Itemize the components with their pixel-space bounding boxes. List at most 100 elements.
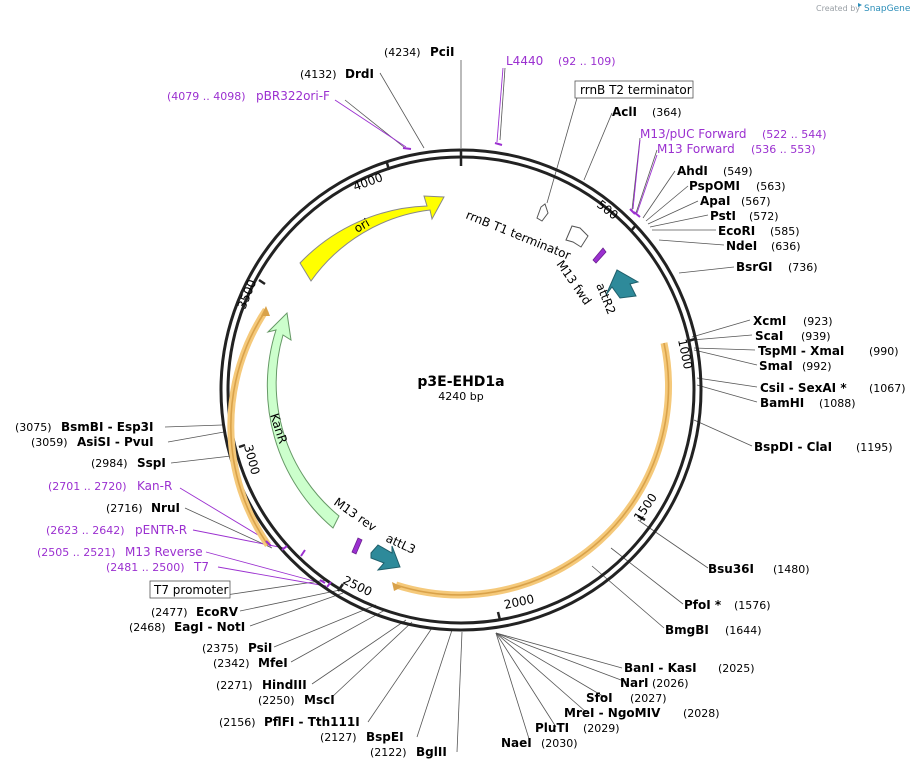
- tick-label-3000: 3000: [241, 443, 262, 476]
- enzyme-msci-pos: (2250): [258, 694, 295, 707]
- rrnb-t1-feature[interactable]: [565, 225, 589, 248]
- primer-m13forward-range: (536 .. 553): [751, 143, 816, 156]
- snapgene-logo-icon: [858, 3, 862, 7]
- primer-pentr-name[interactable]: pENTR-R: [135, 523, 187, 537]
- enzyme-mfei-pos: (2342): [213, 657, 250, 670]
- enzyme-eagi-name[interactable]: EagI - NotI: [174, 620, 245, 634]
- enzyme-bsmbi-pos: (3075): [15, 421, 52, 434]
- tick-2500: [336, 583, 345, 592]
- enzyme-sfoi-name[interactable]: SfoI: [586, 691, 613, 705]
- watermark-prefix: Created by: [816, 4, 860, 13]
- tick-label-2000: 2000: [503, 592, 536, 612]
- primer-kanr-range: (2701 .. 2720): [48, 480, 127, 493]
- enzyme-psii-name[interactable]: PsiI: [248, 641, 272, 655]
- enzyme-pflfi-name[interactable]: PflFI - Tth111I: [264, 715, 360, 729]
- enzyme-drdi-name[interactable]: DrdI: [345, 67, 374, 81]
- enzyme-ahdi-pos: (549): [723, 165, 753, 178]
- primer-l4440-name[interactable]: L4440: [506, 54, 543, 68]
- rrnb-t2-feature[interactable]: [536, 203, 549, 222]
- enzyme-hindiii-name[interactable]: HindIII: [262, 678, 307, 692]
- enzyme-acli-name[interactable]: AclI: [612, 105, 637, 119]
- enzyme-pspomi-pos: (563): [756, 180, 786, 193]
- enzyme-mrei-pos: (2028): [683, 707, 720, 720]
- primer-brackets: [265, 142, 641, 588]
- enzyme-nrui-name[interactable]: NruI: [151, 501, 180, 515]
- enzyme-bspdi-pos: (1195): [856, 441, 893, 454]
- enzyme-bamhi-name[interactable]: BamHI: [760, 396, 804, 410]
- enzyme-ndei-name[interactable]: NdeI: [726, 239, 757, 253]
- enzyme-pspomi-name[interactable]: PspOMI: [689, 179, 740, 193]
- primer-pbr322-name[interactable]: pBR322ori-F: [256, 89, 330, 103]
- m13-fwd-label: M13 fwd: [554, 258, 595, 308]
- enzyme-csii-name[interactable]: CsiI - SexAI *: [760, 381, 847, 395]
- kanr-feature[interactable]: [266, 311, 340, 529]
- tick-3000: [238, 443, 246, 449]
- enzyme-apai-pos: (567): [741, 195, 771, 208]
- enzyme-asisi-name[interactable]: AsiSI - PvuI: [77, 435, 154, 449]
- enzyme-xcmi-name[interactable]: XcmI: [753, 314, 786, 328]
- tick-3500: [258, 278, 266, 286]
- attr2-feature[interactable]: [605, 269, 640, 299]
- rrnb-t2-label-box: [574, 80, 694, 99]
- primer-m13puc-range: (522 .. 544): [762, 128, 827, 141]
- ori-label: ori: [352, 216, 373, 236]
- enzyme-mrei-name[interactable]: MreI - NgoMIV: [564, 706, 661, 720]
- enzyme-bspei-pos: (2127): [320, 731, 357, 744]
- m13-rev-feature[interactable]: [351, 537, 363, 555]
- enzyme-bspdi-name[interactable]: BspDI - ClaI: [754, 440, 832, 454]
- enzyme-pluti-name[interactable]: PluTI: [535, 721, 569, 735]
- tick-marks: [238, 150, 696, 621]
- enzyme-ecorv-name[interactable]: EcoRV: [196, 605, 239, 619]
- enzyme-sspi-name[interactable]: SspI: [137, 456, 166, 470]
- plasmid-size: 4240 bp: [438, 390, 483, 403]
- leader-lines: [164, 60, 758, 753]
- enzyme-sfoi-pos: (2027): [630, 692, 667, 705]
- enzyme-psti-name[interactable]: PstI: [710, 209, 736, 223]
- enzyme-csii-pos: (1067): [869, 382, 906, 395]
- primer-l4440-range: (92 .. 109): [558, 55, 616, 68]
- enzyme-mfei-name[interactable]: MfeI: [258, 656, 288, 670]
- watermark: Created by SnapGene: [816, 3, 911, 14]
- enzyme-bsrgi-name[interactable]: BsrGI: [736, 260, 773, 274]
- enzyme-bglii-name[interactable]: BglII: [416, 745, 447, 759]
- enzyme-tspmi-name[interactable]: TspMI - XmaI: [758, 344, 844, 358]
- enzyme-naei-pos: (2030): [541, 737, 578, 750]
- primer-t7-name[interactable]: T7: [193, 560, 209, 574]
- primer-m13puc-name[interactable]: M13/pUC Forward: [640, 127, 747, 141]
- primer-m13reverse-name[interactable]: M13 Reverse: [125, 545, 203, 559]
- primer-kanr-name[interactable]: Kan-R: [137, 479, 172, 493]
- insert-arcs: [227, 306, 672, 599]
- enzyme-apai-name[interactable]: ApaI: [700, 194, 730, 208]
- enzyme-smai-name[interactable]: SmaI: [759, 359, 793, 373]
- attl3-feature[interactable]: [370, 544, 401, 571]
- primer-t7-range: (2481 .. 2500): [106, 561, 185, 574]
- enzyme-sspi-pos: (2984): [91, 457, 128, 470]
- enzyme-naei-name[interactable]: NaeI: [501, 736, 532, 750]
- primer-leader-lines: [179, 67, 658, 587]
- enzyme-psti-pos: (572): [749, 210, 779, 223]
- enzyme-acli-pos: (364): [652, 106, 682, 119]
- enzyme-ahdi-name[interactable]: AhdI: [677, 164, 708, 178]
- enzyme-bmgbi-name[interactable]: BmgBI: [665, 623, 709, 637]
- enzyme-bani-name[interactable]: BanI - KasI: [624, 661, 697, 675]
- enzyme-bsu36i-name[interactable]: Bsu36I: [708, 562, 754, 576]
- ori-feature[interactable]: [299, 195, 445, 282]
- enzyme-pfoi-name[interactable]: PfoI *: [684, 598, 722, 612]
- enzyme-scai-name[interactable]: ScaI: [755, 329, 783, 343]
- enzyme-hindiii-pos: (2271): [216, 679, 253, 692]
- insert-right-arrowhead: [392, 582, 402, 591]
- enzyme-bsmbi-name[interactable]: BsmBI - Esp3I: [61, 420, 153, 434]
- enzyme-bspei-name[interactable]: BspEI: [366, 730, 404, 744]
- enzyme-pcii-name[interactable]: PciI: [430, 45, 455, 59]
- enzyme-msci-name[interactable]: MscI: [304, 693, 335, 707]
- watermark-brand: SnapGene: [864, 4, 911, 14]
- primer-m13forward-name[interactable]: M13 Forward: [657, 142, 735, 156]
- enzyme-pluti-pos: (2029): [583, 722, 620, 735]
- enzyme-ecori-name[interactable]: EcoRI: [718, 224, 755, 238]
- enzyme-nari-name[interactable]: NarI: [620, 676, 649, 690]
- enzyme-asisi-pos: (3059): [31, 436, 68, 449]
- m13-fwd-feature[interactable]: [592, 247, 607, 264]
- enzyme-bani-pos: (2025): [718, 662, 755, 675]
- insert-left-arrowhead: [261, 306, 270, 316]
- enzyme-psii-pos: (2375): [202, 642, 239, 655]
